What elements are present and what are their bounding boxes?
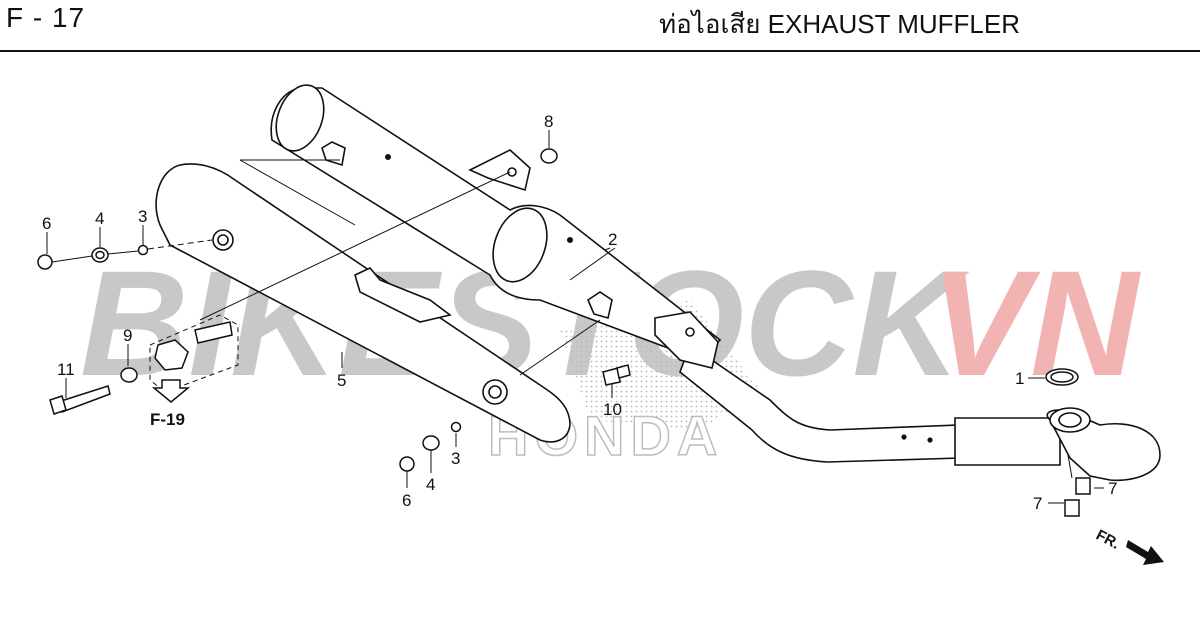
reference-label: F-19	[150, 410, 185, 429]
callout-6: 6	[42, 214, 51, 233]
callout-10: 10	[603, 400, 622, 419]
callout-5: 5	[337, 371, 346, 390]
callout-3: 3	[138, 207, 147, 226]
callout-3-lower: 3	[451, 449, 460, 468]
muffler-upper	[270, 84, 722, 361]
watermark: BIKESTOCK VN HONDA	[80, 239, 1141, 468]
callout-11: 11	[57, 360, 75, 379]
leader-lines	[46, 130, 1104, 504]
page-title: ท่อไอเสีย EXHAUST MUFFLER	[659, 9, 1020, 39]
callout-1: 1	[1015, 369, 1024, 388]
front-label: FR.	[1093, 527, 1122, 553]
front-direction: FR.	[1093, 527, 1164, 565]
callout-4: 4	[95, 209, 104, 228]
header-divider	[0, 50, 1200, 52]
heat-protector	[155, 163, 571, 443]
page-code: F - 17	[6, 2, 86, 33]
callout-4-lower: 4	[426, 475, 435, 494]
callout-8: 8	[544, 112, 553, 131]
callout-6-lower: 6	[402, 491, 411, 510]
fasteners	[37, 148, 1091, 517]
callout-9: 9	[123, 326, 132, 345]
arrow-right-icon	[1126, 540, 1164, 565]
callout-7: 7	[1108, 479, 1117, 498]
callout-numbers: 6 4 3 8 2 9 11 5 10 1 3 4 6 7 7	[42, 112, 1117, 513]
callout-7-lower: 7	[1033, 494, 1042, 513]
watermark-text-accent: VN	[930, 239, 1141, 407]
reference-f19[interactable]: F-19	[150, 379, 191, 429]
watermark-brand: HONDA	[488, 404, 723, 467]
exhaust-pipe	[654, 311, 1161, 482]
down-arrow-icon	[151, 379, 191, 403]
callout-2: 2	[608, 230, 617, 249]
